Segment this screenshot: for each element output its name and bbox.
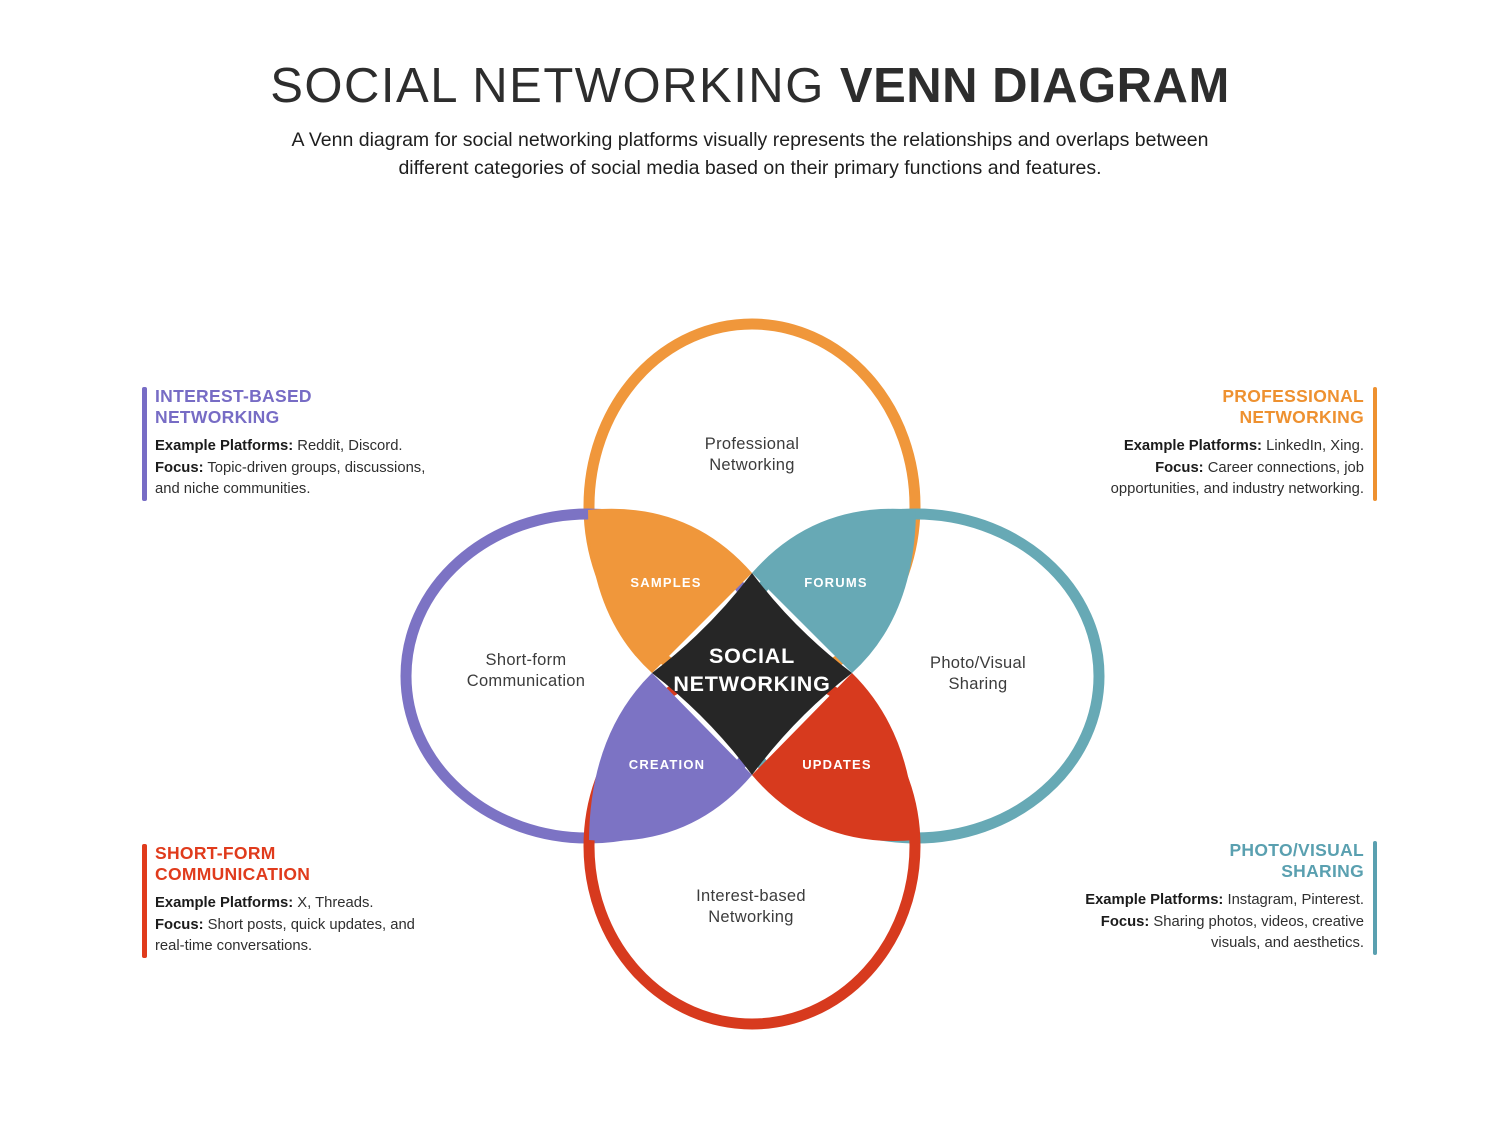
accent-bar-red [142,844,147,958]
label-professional-line1: Professional [705,435,799,453]
label-shortform-line1: Short-form [486,651,567,669]
center-label-line1: SOCIAL [709,644,795,668]
panel-body: Example Platforms: LinkedIn, Xing. Focus… [1082,436,1364,501]
label-professional-line2: Networking [709,456,795,474]
panel-body: Example Platforms: X, Threads. Focus: Sh… [155,893,437,958]
label-photovisual-line1: Photo/Visual [930,654,1026,672]
focus-text: Career connections, job opportunities, a… [1110,459,1364,498]
focus-label: Focus: [155,459,204,476]
page-title-light: SOCIAL NETWORKING [270,59,840,113]
platforms-text: Reddit, Discord. [293,438,403,454]
page-subtitle: A Venn diagram for social networking pla… [250,126,1250,182]
panel-body: Example Platforms: Instagram, Pinterest.… [1082,890,1364,955]
petal-updates [752,673,915,841]
subtitle-line-2: different categories of social media bas… [398,157,1102,179]
label-samples: SAMPLES [630,575,701,590]
focus-text: Sharing photos, videos, creative visuals… [1149,913,1364,952]
platforms-label: Example Platforms: [155,438,294,454]
platforms-label: Example Platforms: [155,895,294,911]
focus-label: Focus: [1100,913,1150,930]
accent-bar-orange [1372,387,1377,501]
page-title-bold: VENN DIAGRAM [839,59,1230,113]
focus-label: Focus: [1155,459,1204,476]
label-updates: UPDATES [802,757,872,772]
center-diamond [652,573,852,775]
label-creation: CREATION [629,757,706,772]
focus-label: Focus: [155,916,204,933]
subtitle-line-1: A Venn diagram for social networking pla… [291,129,1209,151]
platforms-label: Example Platforms: [1123,438,1262,454]
label-interestbased-line1: Interest-based [696,887,806,905]
accent-bar-teal [1372,841,1377,955]
accent-bar-purple [142,387,147,501]
platforms-text: LinkedIn, Xing. [1261,438,1364,454]
label-forums: FORUMS [804,575,868,590]
label-interestbased-line2: Networking [708,908,794,926]
page-title: SOCIAL NETWORKING VENN DIAGRAM [0,58,1500,114]
label-photovisual-line2: Sharing [949,675,1008,693]
panel-body: Example Platforms: Reddit, Discord. Focu… [155,436,437,501]
label-shortform-line2: Communication [467,672,586,690]
center-label-line2: NETWORKING [673,672,830,696]
platforms-text: X, Threads. [293,895,374,911]
platforms-text: Instagram, Pinterest. [1223,892,1364,908]
platforms-label: Example Platforms: [1085,892,1224,908]
petal-forums [752,508,916,673]
petal-creation [589,673,752,841]
focus-text: Short posts, quick updates, and real-tim… [155,916,415,955]
focus-text: Topic-driven groups, discussions, and ni… [155,459,426,498]
petal-samples [588,508,752,673]
